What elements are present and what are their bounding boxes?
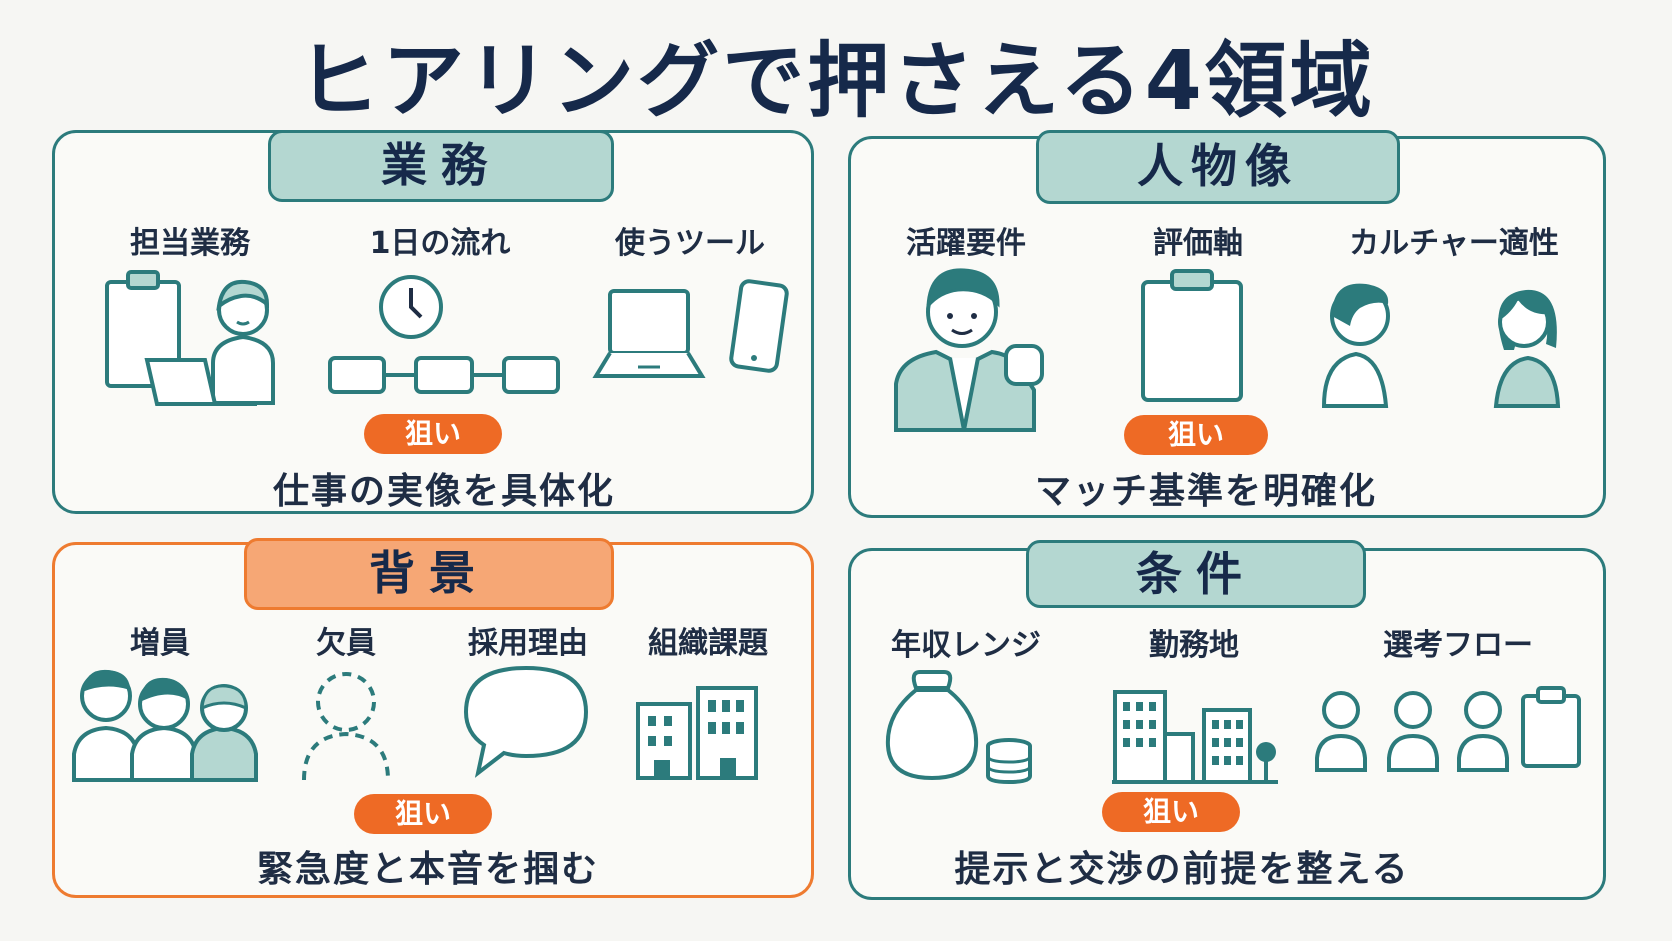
group-people-icon bbox=[72, 669, 258, 782]
page-title: ヒアリングで押さえる4領域 bbox=[297, 34, 1375, 129]
goal-tag: 狙い bbox=[364, 414, 502, 454]
item-label-success-requirements: 活躍要件 bbox=[906, 226, 1026, 261]
clipboard-icon bbox=[1141, 269, 1243, 402]
man-profile-icon bbox=[1321, 283, 1390, 408]
goal-tag: 狙い bbox=[1102, 792, 1240, 832]
item-label-daily-flow: 1日の流れ bbox=[369, 226, 511, 261]
office-buildings-icon bbox=[636, 686, 758, 780]
item-label-work-location: 勤務地 bbox=[1149, 628, 1239, 663]
item-label-tools: 使うツール bbox=[615, 226, 765, 261]
card-heading-work: 業務 bbox=[268, 130, 614, 202]
vacant-person-icon bbox=[302, 672, 390, 781]
goal-tag: 狙い bbox=[354, 794, 492, 834]
person-laptop-icon bbox=[144, 279, 275, 406]
item-label-salary-range: 年収レンジ bbox=[891, 628, 1041, 663]
item-label-vacancy: 欠員 bbox=[316, 626, 376, 661]
clock-icon bbox=[379, 275, 443, 339]
card-heading-conditions: 条件 bbox=[1026, 540, 1366, 608]
card-heading-persona: 人物像 bbox=[1036, 130, 1400, 204]
goal-tag: 狙い bbox=[1124, 415, 1268, 455]
item-label-headcount-increase: 増員 bbox=[130, 626, 190, 661]
goal-text-background: 緊急度と本音を掴む bbox=[256, 849, 600, 890]
businessman-icon bbox=[894, 268, 1044, 432]
goal-text-persona: マッチ基準を明確化 bbox=[1034, 471, 1378, 512]
woman-profile-icon bbox=[1493, 289, 1561, 408]
item-label-selection-flow: 選考フロー bbox=[1383, 628, 1533, 663]
item-label-org-issues: 組織課題 bbox=[648, 626, 768, 661]
speech-bubble-icon bbox=[463, 665, 589, 778]
smartphone-icon bbox=[729, 279, 789, 373]
money-bag-icon bbox=[885, 670, 979, 781]
goal-text-work: 仕事の実像を具体化 bbox=[272, 471, 616, 512]
item-label-evaluation-axis: 評価軸 bbox=[1153, 226, 1243, 261]
item-label-duties: 担当業務 bbox=[130, 226, 250, 261]
candidates-icon bbox=[1315, 691, 1509, 772]
city-buildings-icon bbox=[1112, 690, 1278, 784]
item-label-culture-fit: カルチャー適性 bbox=[1349, 226, 1559, 261]
flow-boxes-icon bbox=[328, 356, 560, 394]
item-label-hiring-reason: 採用理由 bbox=[468, 626, 588, 661]
laptop-icon bbox=[592, 289, 706, 378]
coin-stack-icon bbox=[986, 738, 1032, 785]
clipboard-icon bbox=[1521, 686, 1581, 768]
card-heading-background: 背景 bbox=[244, 538, 614, 610]
goal-text-conditions: 提示と交渉の前提を整える bbox=[954, 849, 1410, 890]
